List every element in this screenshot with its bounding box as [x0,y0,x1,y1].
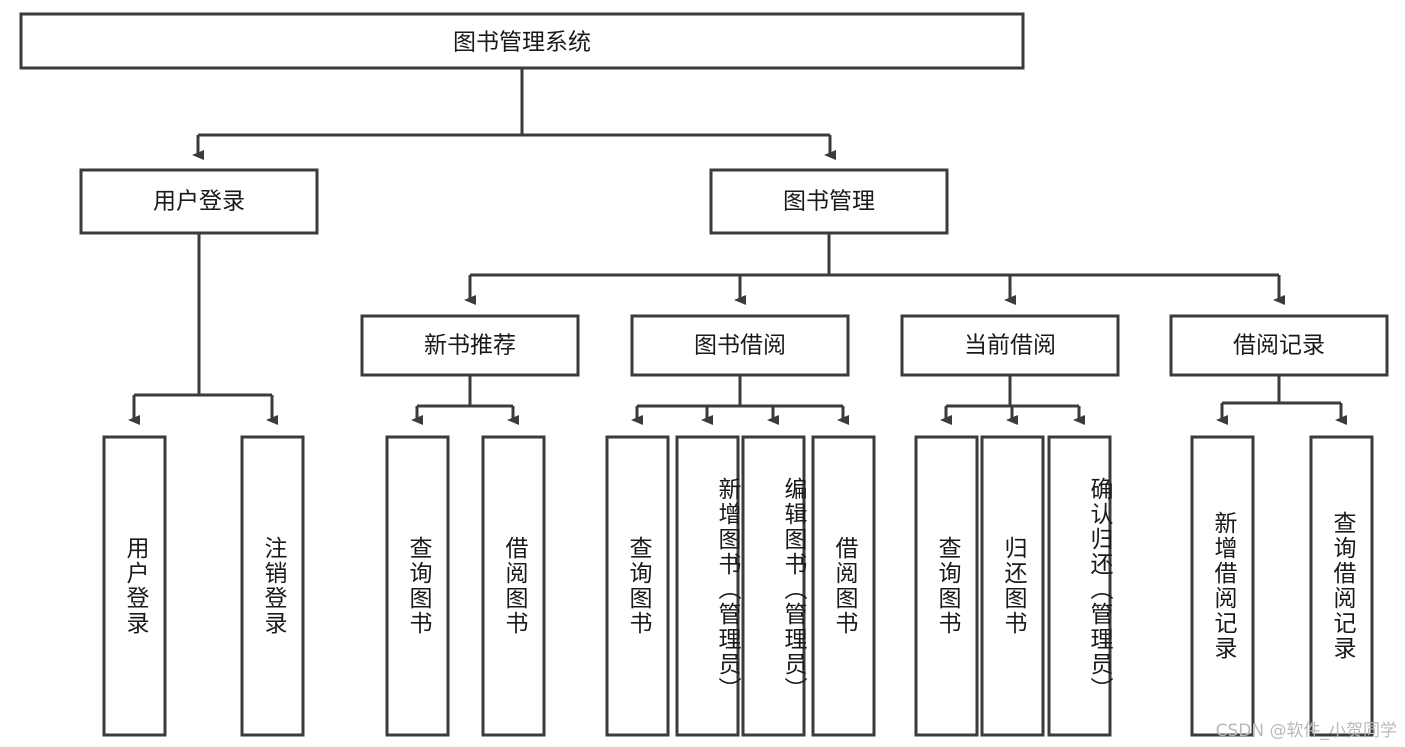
node-book-borrow[interactable]: 图书借阅 [630,314,850,377]
edges-root-to-level2 [192,68,836,160]
node-user-login-label: 用户登录 [153,189,245,215]
leaf-box-current-borrow-1[interactable] [914,435,979,737]
node-current-borrow-box[interactable] [900,314,1120,377]
leaf-box-new-book-2[interactable] [481,435,546,737]
node-new-book-recommend[interactable]: 新书推荐 [360,314,580,377]
leaf-box-user-login-1[interactable] [102,435,167,737]
node-book-borrow-label: 图书借阅 [694,333,786,359]
node-new-book-recommend-label: 新书推荐 [424,333,516,359]
node-root-label: 图书管理系统 [453,30,591,56]
leaf-box-book-borrow-1[interactable] [605,435,670,737]
node-new-book-recommend-box[interactable] [360,314,580,377]
edges-new-book-to-leaves [411,375,519,425]
leaf-box-current-borrow-2[interactable] [980,435,1045,737]
node-borrow-record-box[interactable] [1169,314,1389,377]
node-book-management[interactable]: 图书管理 [709,168,949,235]
watermark-text: CSDN @软件_小贺同学 [1215,721,1397,741]
leaf-box-book-borrow-2[interactable] [675,435,740,737]
edges-book-mgmt-to-level3 [464,233,1285,305]
edges-current-borrow-to-leaves [940,375,1085,425]
node-borrow-record-label: 借阅记录 [1233,333,1325,359]
node-book-borrow-box[interactable] [630,314,850,377]
node-user-login[interactable]: 用户登录 [79,168,319,235]
leaf-box-borrow-record-2[interactable] [1309,435,1374,737]
node-root[interactable]: 图书管理系统 [19,12,1025,70]
node-current-borrow-label: 当前借阅 [964,333,1056,359]
node-current-borrow[interactable]: 当前借阅 [900,314,1120,377]
node-book-management-box[interactable] [709,168,949,235]
leaf-box-book-borrow-3[interactable] [741,435,806,737]
edges-book-borrow-to-leaves [631,375,849,425]
leaf-box-borrow-record-1[interactable] [1190,435,1255,737]
node-book-management-label: 图书管理 [783,189,875,215]
node-borrow-record[interactable]: 借阅记录 [1169,314,1389,377]
edges-user-login-to-leaves [128,233,278,425]
leaf-box-new-book-1[interactable] [385,435,450,737]
node-root-box[interactable] [19,12,1025,70]
leaf-box-book-borrow-4[interactable] [811,435,876,737]
edges-borrow-record-to-leaves [1216,375,1347,425]
leaf-box-user-login-2[interactable] [240,435,305,737]
leaf-box-current-borrow-3[interactable] [1047,435,1112,737]
